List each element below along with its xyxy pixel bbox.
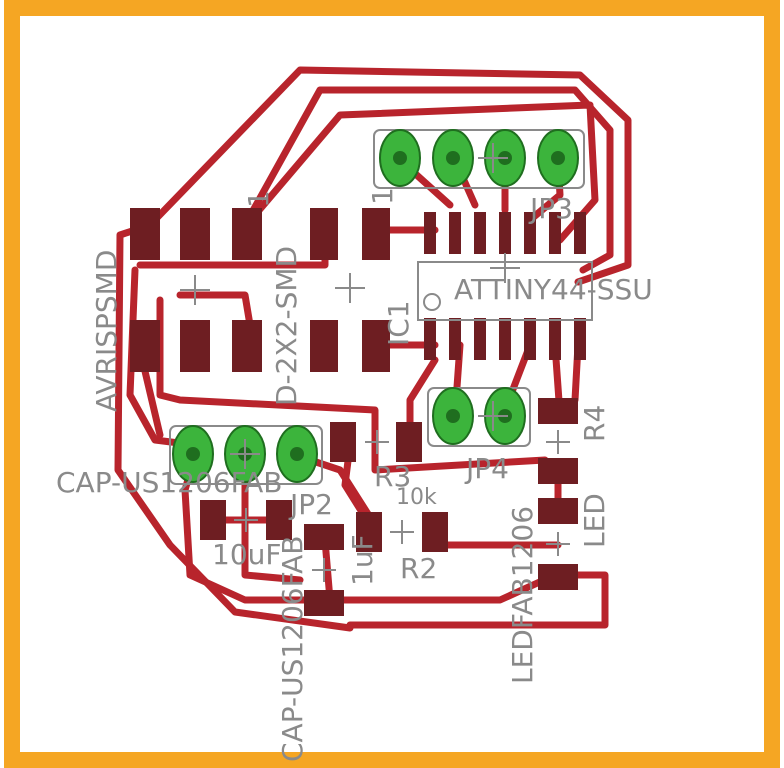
r3-label: R3 [374,460,411,493]
avrisp-header [130,208,262,372]
jp3-header [373,129,585,189]
trace-left-loop [114,221,354,632]
cap-a-value-label: 10uF [212,538,281,571]
ic-pin [524,318,536,360]
ic-pin [474,318,486,360]
smd-pad [538,458,578,484]
via-hole [290,447,304,461]
origin-cross [234,508,258,532]
origin-cross [230,439,260,469]
smd-pad [304,590,344,616]
origin-cross [180,275,210,305]
r2-label: R2 [400,552,437,585]
smd-pad [310,320,338,372]
ic-pin [449,318,461,360]
via-hole [393,151,407,165]
smd-pad [130,320,160,372]
trace-top-outer [146,66,632,286]
smd-pad [422,512,448,552]
ic1-pins [417,212,593,360]
via-hole [186,447,200,461]
cap-b-label: CAP-US1206FAB [276,535,309,762]
ic-pin [424,212,436,254]
ic1-pin1-label: 1 [366,187,399,205]
smd-pad [130,208,160,260]
ic-pin [474,212,486,254]
ic1-value-label: ATTINY44-SSU [454,273,653,306]
jp2-header [169,425,323,485]
smd-pad [180,208,210,260]
origin-cross [390,520,414,544]
ic-pin [549,212,561,254]
trace-r-left2 [156,296,549,474]
r4-resistor [538,398,578,484]
origin-cross [546,430,570,454]
origin-cross [335,273,365,303]
cap-b [304,524,344,616]
smd-pad [538,398,578,424]
smd-pad [200,500,226,540]
jp4-header [427,387,531,447]
r3-resistor [330,422,422,462]
r3-value-label: 10k [396,485,437,510]
jp3-outline [373,129,585,189]
led-package-label: LEDFAB1206 [506,506,539,684]
header-pin1-label: 1 [242,190,275,208]
via-hole [446,409,460,423]
led-value-label: LED [578,493,611,548]
header-2x2-label: D-2X2-SMD [270,246,303,406]
ic-pin [449,212,461,254]
ic-pin [574,212,586,254]
ic-pin [574,318,586,360]
smd-pad [330,422,356,462]
via-hole [551,151,565,165]
origin-cross [478,401,508,431]
cap-a-label: CAP-US1206FAB [56,466,283,499]
smd-pad [304,524,344,550]
origin-cross [312,558,336,582]
avrispsmd-label: AVRISPSMD [90,250,123,412]
smd-pad [396,422,422,462]
origin-markers [180,143,570,582]
r4-label: R4 [578,405,611,442]
trace-cap-top [241,451,304,584]
jp4-label: JP4 [464,452,509,485]
origin-cross [478,143,508,173]
smd-pad [362,208,390,260]
origin-cross [365,430,389,454]
smd-pad [232,208,262,260]
jp2-label: JP2 [288,488,333,521]
origin-cross [546,532,570,556]
header-2x2 [310,208,390,372]
cap-b-value-label: 1uF [346,534,379,586]
smd-pad [266,500,292,540]
board-border [4,0,780,768]
smd-pad [538,498,578,524]
ic1-pin1-marker [423,293,441,311]
jp4-outline [427,387,531,447]
r2-resistor [356,512,448,552]
smd-pad [232,320,262,372]
ic1-label: IC1 [382,300,415,346]
trace-led-bottom [346,571,609,629]
led [538,498,578,590]
ic-pin [499,212,511,254]
ic-pin [549,318,561,360]
smd-pad [362,320,390,372]
ic-pin [499,318,511,360]
trace-r-left [176,291,254,329]
via-hole [446,151,460,165]
ic-pin [524,212,536,254]
smd-pad [180,320,210,372]
smd-pad [356,512,382,552]
smd-pad [310,208,338,260]
jp3-label: JP3 [528,192,573,225]
cap-a [200,500,292,540]
origin-cross [490,253,520,283]
smd-pad [538,564,578,590]
ic-pin [424,318,436,360]
